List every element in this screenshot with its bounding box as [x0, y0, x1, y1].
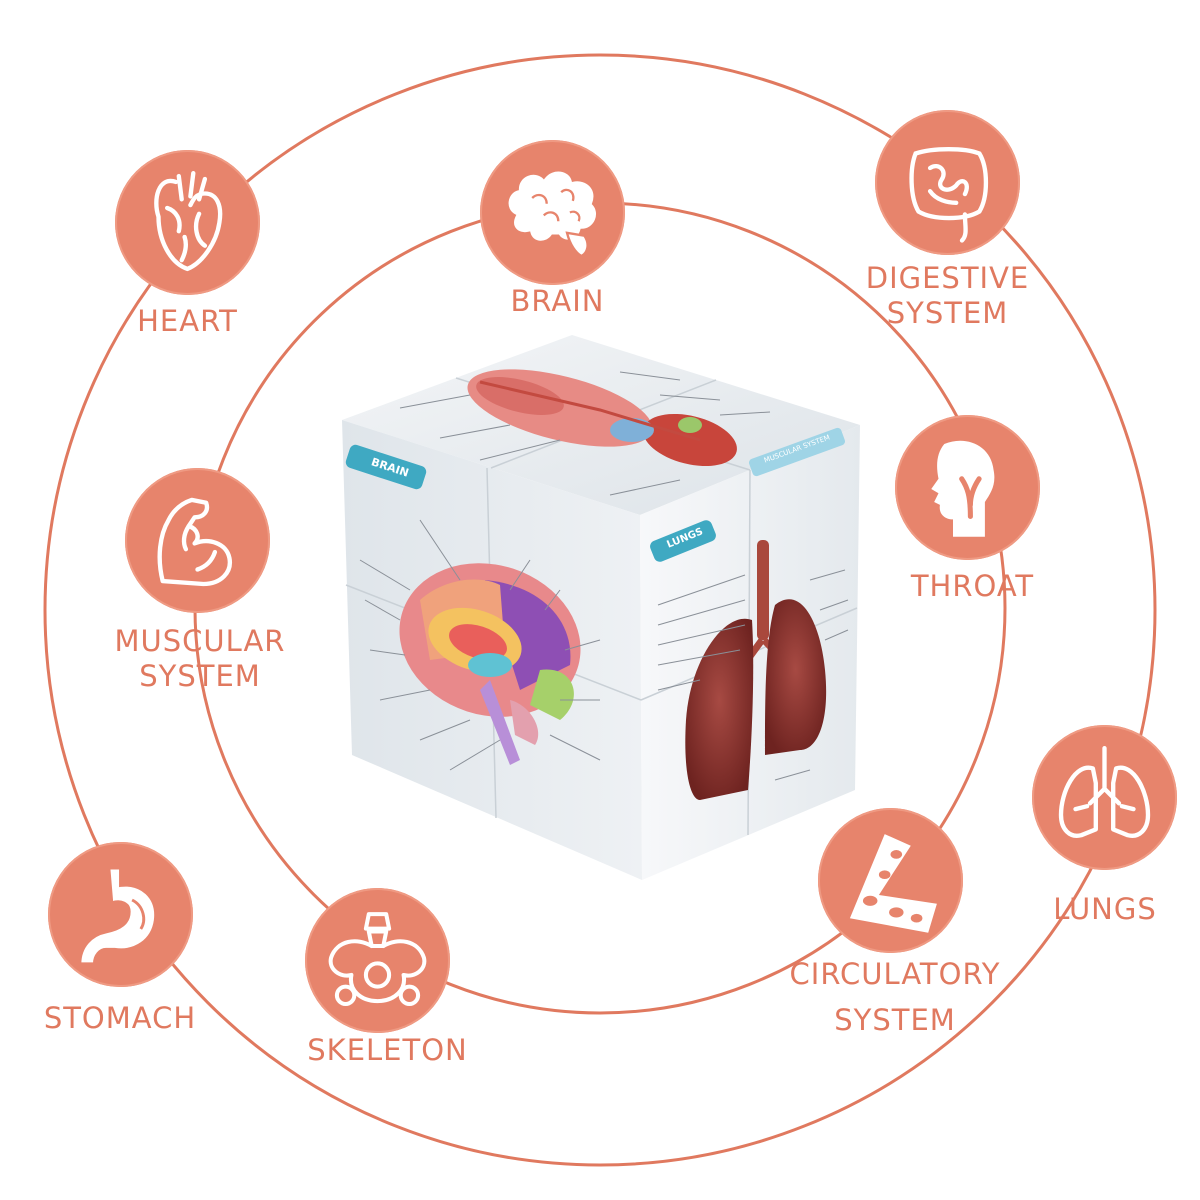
left-face-illustration: [345, 444, 601, 771]
muscle-arm-icon: [157, 497, 232, 587]
heart-badge: [115, 150, 260, 295]
digestive-label-line1: DIGESTIVE: [865, 261, 1030, 295]
circulatory-label-line2: SYSTEM: [834, 1003, 956, 1037]
digestive-badge: [875, 110, 1020, 255]
pelvis-icon: [328, 912, 427, 1007]
muscular-badge: [125, 468, 270, 613]
stomach-label: STOMACH: [43, 1001, 197, 1035]
right-face-illustration: [650, 520, 849, 800]
skeleton-badge: [305, 888, 450, 1033]
brain-label: BRAIN: [510, 284, 605, 318]
lungs-badge: [1032, 725, 1177, 870]
lungs-label: LUNGS: [1053, 892, 1157, 926]
throat-badge: [895, 415, 1040, 560]
heart-icon: [154, 171, 223, 272]
digestive-label-line2: SYSTEM: [886, 296, 1009, 330]
throat-label: THROAT: [910, 569, 1035, 603]
throat-icon: [931, 440, 995, 537]
intestine-icon: [909, 147, 989, 243]
top-face-illustration: [399, 369, 771, 496]
muscular-label-line1: MUSCULAR: [114, 624, 286, 658]
stomach-badge: [48, 842, 193, 987]
brain-icon: [506, 169, 599, 258]
brain-badge: [480, 140, 625, 285]
lungs-icon: [1058, 746, 1151, 838]
blood-cells-icon: [849, 834, 937, 933]
outer-ring: [43, 53, 1157, 1167]
stomach-icon: [78, 866, 157, 966]
circulatory-label-line1: CIRCULATORY: [789, 957, 1001, 991]
heart-label: HEART: [137, 304, 238, 338]
top-tag-bg: [749, 427, 845, 477]
circulatory-badge: [818, 808, 963, 953]
skeleton-label: SKELETON: [307, 1033, 468, 1067]
muscular-label-line2: SYSTEM: [139, 659, 261, 693]
